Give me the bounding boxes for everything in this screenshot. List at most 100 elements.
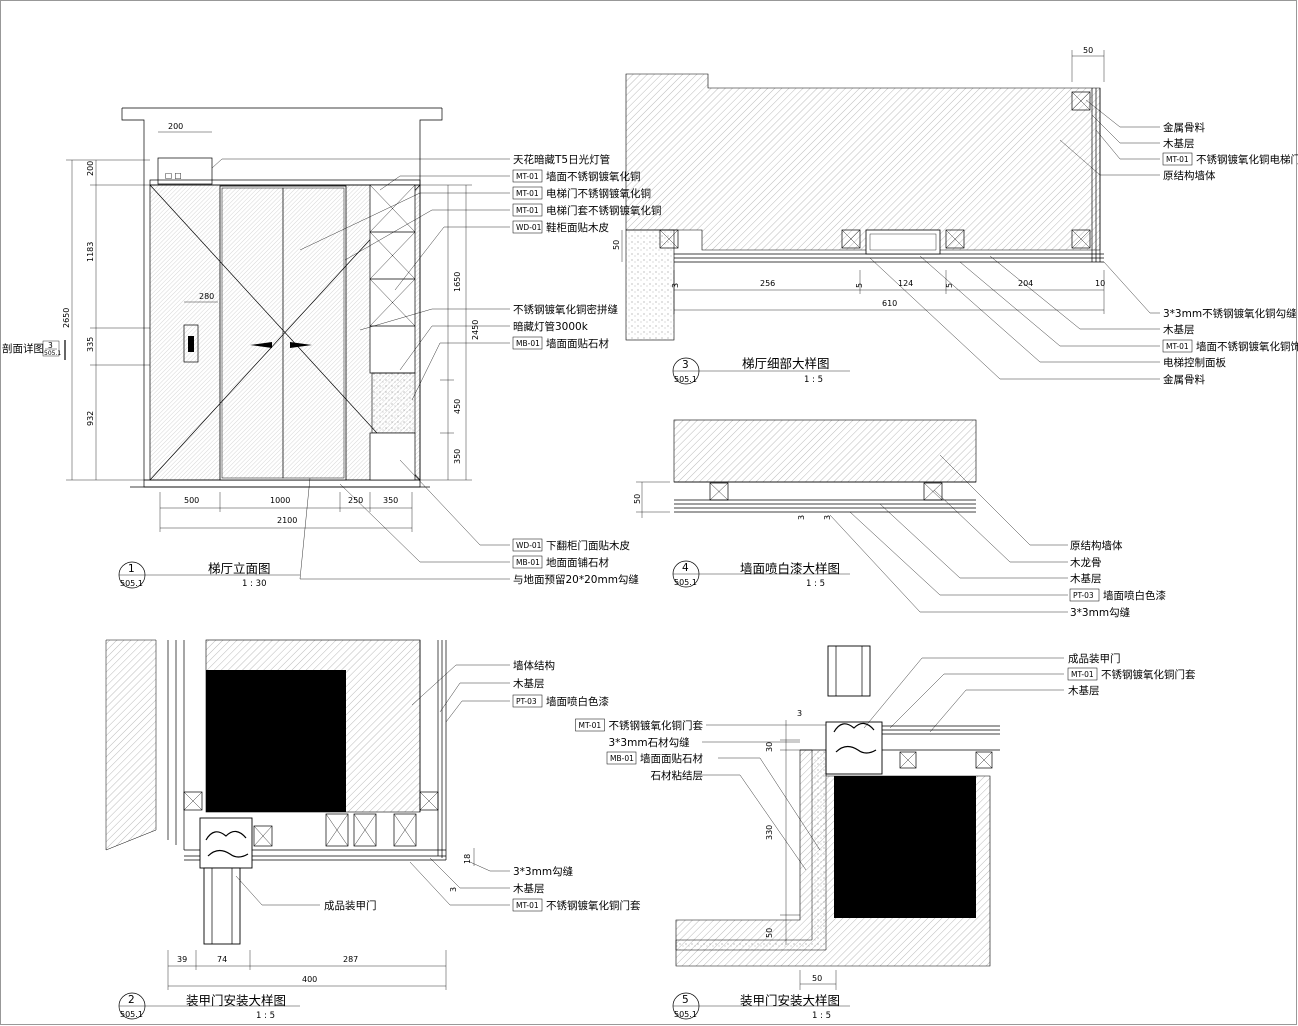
d3-dim-s3: 5 [945, 283, 954, 288]
d3_labels-item: 电梯控制面板 [1163, 356, 1226, 369]
section-ref-num: 3 [48, 341, 53, 350]
label-text: 成品装甲门 [1068, 652, 1121, 665]
d1-title: 梯厅立面图 [208, 561, 271, 576]
material-tag-box [606, 751, 637, 765]
dim-right-0: 1650 [453, 272, 462, 292]
label-text: 墙体结构 [513, 659, 555, 672]
dim-top: 200 [168, 122, 183, 131]
material-tag-box [1162, 152, 1193, 166]
d3_labels-item: 原结构墙体 [1163, 169, 1216, 182]
material-tag-box [512, 555, 543, 569]
d4-number: 4 [682, 562, 689, 574]
svg-text:□ □: □ □ [165, 171, 182, 180]
label-text: 原结构墙体 [1070, 539, 1123, 552]
d3-title: 梯厅细部大样图 [742, 356, 830, 371]
material-tag-box [1162, 339, 1193, 353]
d5-scale: 1 : 5 [812, 1011, 831, 1021]
label-text: 下翻柜门面贴木皮 [546, 539, 630, 552]
label-text: 金属骨料 [1163, 373, 1205, 386]
material-tag-box [512, 186, 543, 200]
d5-dim-a: 30 [765, 742, 774, 752]
d3-dim-c: 204 [1018, 279, 1033, 288]
dim-bottom-3: 350 [383, 496, 398, 505]
d1-number: 1 [128, 563, 135, 575]
material-tag: WD-01 [516, 223, 542, 232]
d4-sheet: 505.1 [674, 578, 697, 587]
d2_labels-item: MT-01 不锈钢镀氧化铜门套 [512, 898, 641, 912]
label-text: 不锈钢镀氧化铜门套 [546, 899, 641, 912]
label-text: 3*3mm勾缝 [513, 865, 574, 878]
label-text: 木龙骨 [1070, 556, 1102, 569]
d4_labels-item: 3*3mm勾缝 [1070, 606, 1131, 619]
material-tag: MT-01 [516, 206, 539, 215]
material-tag: MB-01 [516, 339, 540, 348]
dim-bottom-1: 1000 [270, 496, 290, 505]
d2_labels-item: 木基层 [513, 882, 545, 895]
label-text: 木基层 [1163, 323, 1195, 336]
d4-scale: 1 : 5 [806, 579, 825, 589]
dim-left-3: 932 [86, 411, 95, 426]
material-tag: MB-01 [516, 558, 540, 567]
d5-dim-c: 50 [765, 928, 774, 938]
d3-dim-s2: 5 [855, 283, 864, 288]
dim-bottom-2: 250 [348, 496, 363, 505]
material-tag-box [512, 694, 543, 708]
label-text: 原结构墙体 [1163, 169, 1216, 182]
dim-inner: 280 [199, 292, 214, 301]
material-tag-box [512, 203, 543, 217]
material-tag-box [1069, 588, 1100, 602]
d5-dim-top: 3 [797, 709, 802, 718]
d2-number: 2 [128, 994, 135, 1006]
dim-bottom-0: 500 [184, 496, 199, 505]
label-text: 木基层 [1068, 684, 1100, 697]
material-tag: PT-03 [516, 697, 537, 706]
label-text: 3*3mm勾缝 [1070, 606, 1131, 619]
d3_labels-item: 木基层 [1163, 323, 1195, 336]
material-tag: PT-03 [1073, 591, 1094, 600]
dim-right-2: 450 [453, 399, 462, 414]
d1-leaders [211, 158, 510, 580]
label-text: 不锈钢镀氧化铜密拼缝 [513, 303, 618, 316]
label-text: 墙面不锈钢镀氧化铜 [546, 170, 641, 183]
label-text: 暗藏灯管3000k [513, 320, 589, 333]
label-text: 电梯门不锈钢镀氧化铜 [546, 187, 651, 200]
material-tag: MT-01 [516, 901, 539, 910]
d4-leaders [829, 454, 1068, 613]
d5_labels_right-item: 成品装甲门 [1068, 652, 1121, 665]
d3_labels-item: 金属骨料 [1163, 121, 1205, 134]
material-tag: MB-01 [610, 754, 634, 763]
d3-scale: 1 : 5 [804, 375, 823, 385]
elevation-drawing: □ □ 200 1183 335 932 2650 [2, 107, 662, 589]
material-tag-box [512, 336, 543, 350]
d2-sheet: 505.1 [120, 1010, 143, 1019]
d2-dim-a: 39 [177, 955, 187, 964]
d2-title: 装甲门安装大样图 [186, 993, 286, 1008]
label-text: 3*3mm不锈钢镀氧化铜勾缝 [1163, 307, 1297, 320]
material-tag: MT-01 [516, 172, 539, 181]
d3-leaders [869, 99, 1160, 380]
d2-dim-r2: 3 [449, 887, 458, 892]
d1_labels-item: 暗藏灯管3000k [513, 320, 589, 333]
d1-scale: 1 : 30 [242, 579, 267, 589]
d5-dim-bottom: 50 [812, 974, 822, 983]
d5_labels_left-item: 3*3mm石材勾缝 [609, 736, 691, 749]
dim-left-1: 1183 [86, 242, 95, 262]
dim-right-1: 2450 [471, 320, 480, 340]
d3_labels-item: 3*3mm不锈钢镀氧化铜勾缝 [1163, 307, 1297, 320]
d3_labels-item: 金属骨料 [1163, 373, 1205, 386]
d1-sheet: 505.1 [120, 579, 143, 588]
material-tag: MT-01 [516, 189, 539, 198]
material-tag-box [512, 220, 543, 234]
d4-title: 墙面喷白漆大样图 [740, 561, 840, 576]
